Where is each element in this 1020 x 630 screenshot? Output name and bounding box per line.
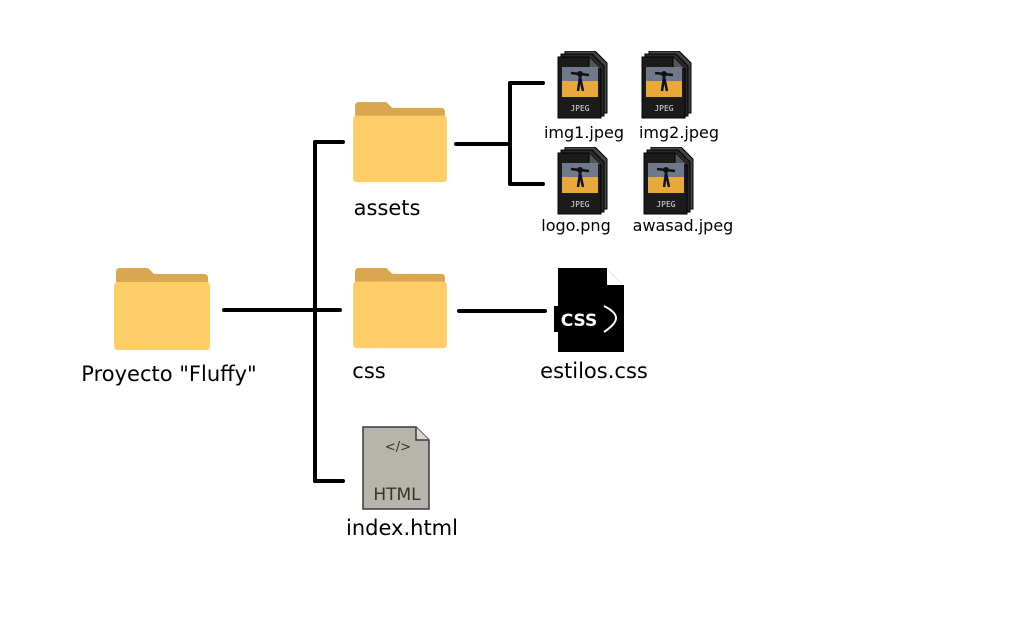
svg-text:JPEG: JPEG [570, 104, 589, 113]
folder-css[interactable] [351, 266, 449, 352]
svg-text:CSS: CSS [561, 311, 598, 331]
jpeg-file-icon: JPEG [643, 146, 694, 215]
file-estilos-css[interactable]: CSS [554, 266, 626, 354]
svg-text:JPEG: JPEG [570, 200, 589, 209]
file-index-html[interactable]: </> HTML [362, 426, 430, 510]
file-img1-jpeg[interactable]: JPEG [557, 50, 609, 119]
jpeg-file-icon: JPEG [641, 50, 692, 119]
file-awasad-jpeg[interactable]: JPEG [643, 146, 695, 215]
folder-assets-label: assets [353, 196, 421, 220]
file-img1-jpeg-label: img1.jpeg [543, 123, 625, 142]
root-folder[interactable] [112, 266, 212, 354]
jpeg-file-icon: JPEG [557, 146, 608, 215]
folder-assets[interactable] [351, 100, 449, 186]
svg-text:</>: </> [385, 440, 411, 455]
jpeg-file-icon: JPEG [557, 50, 608, 119]
folder-icon [353, 101, 447, 183]
file-awasad-jpeg-label: awasad.jpeg [632, 216, 734, 235]
css-file-icon: CSS [554, 268, 624, 352]
html-file-icon: </> HTML [362, 426, 430, 510]
root-folder-label: Proyecto "Fluffy" [81, 362, 257, 386]
folder-icon [353, 267, 447, 349]
file-logo-png[interactable]: JPEG [557, 146, 609, 215]
file-logo-png-label: logo.png [541, 216, 611, 235]
svg-text:HTML: HTML [373, 485, 421, 505]
file-estilos-css-label: estilos.css [540, 359, 648, 383]
file-index-html-label: index.html [346, 516, 458, 540]
file-img2-jpeg-label: img2.jpeg [638, 123, 720, 142]
svg-text:JPEG: JPEG [656, 200, 675, 209]
folder-css-label: css [352, 359, 386, 383]
svg-text:JPEG: JPEG [654, 104, 673, 113]
folder-icon [114, 268, 210, 350]
file-img2-jpeg[interactable]: JPEG [641, 50, 693, 119]
